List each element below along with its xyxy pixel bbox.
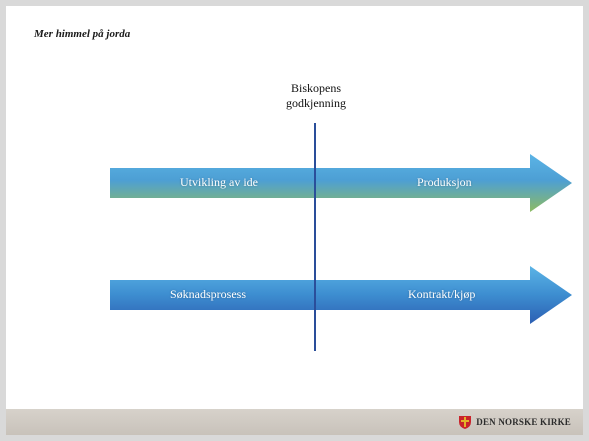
milestone-label: Biskopens godkjenning [261, 81, 371, 111]
brand-name: DEN NORSKE KIRKE [476, 417, 571, 427]
footer-bar: DEN NORSKE KIRKE [6, 409, 583, 435]
church-cross-shield-icon [459, 416, 472, 429]
approval-divider-line [314, 123, 316, 351]
arrow-label-development: Utvikling av ide [180, 175, 258, 189]
brand: DEN NORSKE KIRKE [458, 415, 571, 429]
process-arrow-application: Søknadsprosess Kontrakt/kjøp [110, 266, 572, 324]
process-arrow-development: Utvikling av ide Produksjon [110, 154, 572, 212]
arrow-label-contract: Kontrakt/kjøp [408, 287, 476, 301]
arrow-label-application: Søknadsprosess [170, 287, 247, 301]
arrow-shape [110, 154, 572, 212]
milestone-label-line2: godkjenning [286, 96, 346, 110]
arrow-label-production: Produksjon [417, 175, 472, 189]
slogan-text: Mer himmel på jorda [34, 28, 131, 40]
arrow-shape [110, 266, 572, 324]
slide: Mer himmel på jorda Biskopens godkjennin… [6, 6, 583, 435]
milestone-label-line1: Biskopens [290, 81, 341, 95]
